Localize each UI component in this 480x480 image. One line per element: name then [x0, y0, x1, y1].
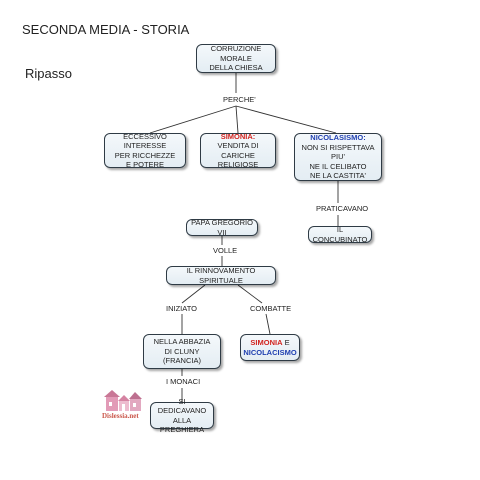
node-interesse-line2: PER RICCHEZZE [114, 150, 176, 160]
node-combatte-simonia: SIMONIA [250, 338, 283, 347]
watermark-text: Dislessia.net [102, 412, 139, 420]
node-preghiera-line1: SI DEDICAVANO [157, 396, 207, 416]
node-interesse-line1: ECCESSIVO INTERESSE [123, 131, 167, 151]
node-abbazia-line2: DI CLUNY (FRANCIA) [163, 346, 201, 366]
node-abbazia-line1: NELLA ABBAZIA [153, 337, 211, 347]
node-combatte-e: E [282, 338, 290, 347]
node-simonia-line1: VENDITA DI [217, 141, 259, 150]
link-label-praticavano: PRATICAVANO [314, 204, 371, 213]
link-label-volle: VOLLE [211, 246, 240, 255]
node-corruzione-line1: CORRUZIONE MORALE [210, 44, 262, 63]
link-label-combatte: COMBATTE [248, 304, 294, 313]
node-simonia[interactable]: SIMONIA: VENDITA DI CARICHE RELIGIOSE [200, 131, 276, 170]
link-label-iniziato: INIZIATO [164, 304, 199, 313]
node-nicolaismo-line3: NE LA CASTITA' [310, 171, 366, 181]
page-title: SECONDA MEDIA - STORIA [22, 22, 190, 37]
node-abbazia-cluny[interactable]: NELLA ABBAZIA DI CLUNY (FRANCIA) [143, 334, 221, 369]
link-label-i-monaci: I MONACI [164, 377, 203, 386]
node-interesse-line3: E POTERE [126, 160, 164, 169]
node-concubinato[interactable]: IL CONCUBINATO [308, 225, 372, 244]
node-nicolaismo-line2: NE IL CELIBATO [309, 161, 367, 171]
dislessia-logo [104, 390, 142, 411]
node-corruzione-line2: DELLA CHIESA [209, 63, 263, 73]
page-subtitle: Ripasso [25, 66, 72, 81]
node-combatte-line1: SIMONIA E [250, 338, 289, 348]
node-gregorio-text: PAPA GREGORIO VII [191, 218, 253, 237]
node-nicolaismo[interactable]: NICOLASISMO: NON SI RISPETTAVA PIU' NE I… [294, 133, 382, 181]
link-label-perche: PERCHE' [221, 95, 258, 104]
node-eccessivo-interesse[interactable]: ECCESSIVO INTERESSE PER RICCHEZZE E POTE… [104, 131, 186, 169]
node-preghiera[interactable]: SI DEDICAVANO ALLA PREGHIERA [150, 397, 214, 434]
node-nicolaismo-head: NICOLASISMO: [310, 133, 366, 143]
node-nicolaismo-line1: NON SI RISPETTAVA PIU' [301, 142, 375, 162]
node-simonia-nicolacismo[interactable]: SIMONIA E NICOLACISMO [240, 334, 300, 361]
node-rinnovamento-spirituale[interactable]: IL RINNOVAMENTO SPIRITUALE [166, 266, 276, 285]
node-preghiera-line2: ALLA PREGHIERA [159, 415, 205, 435]
node-simonia-line2: CARICHE RELIGIOSE [217, 150, 259, 170]
node-papa-gregorio[interactable]: PAPA GREGORIO VII [186, 218, 258, 237]
node-rinnovamento-text: IL RINNOVAMENTO SPIRITUALE [186, 266, 256, 285]
node-corruzione-morale[interactable]: CORRUZIONE MORALE DELLA CHIESA [196, 44, 276, 73]
node-simonia-head: SIMONIA: [220, 131, 256, 141]
node-combatte-nicolacismo: NICOLACISMO [243, 347, 297, 357]
node-concubinato-text: IL CONCUBINATO [312, 225, 368, 244]
